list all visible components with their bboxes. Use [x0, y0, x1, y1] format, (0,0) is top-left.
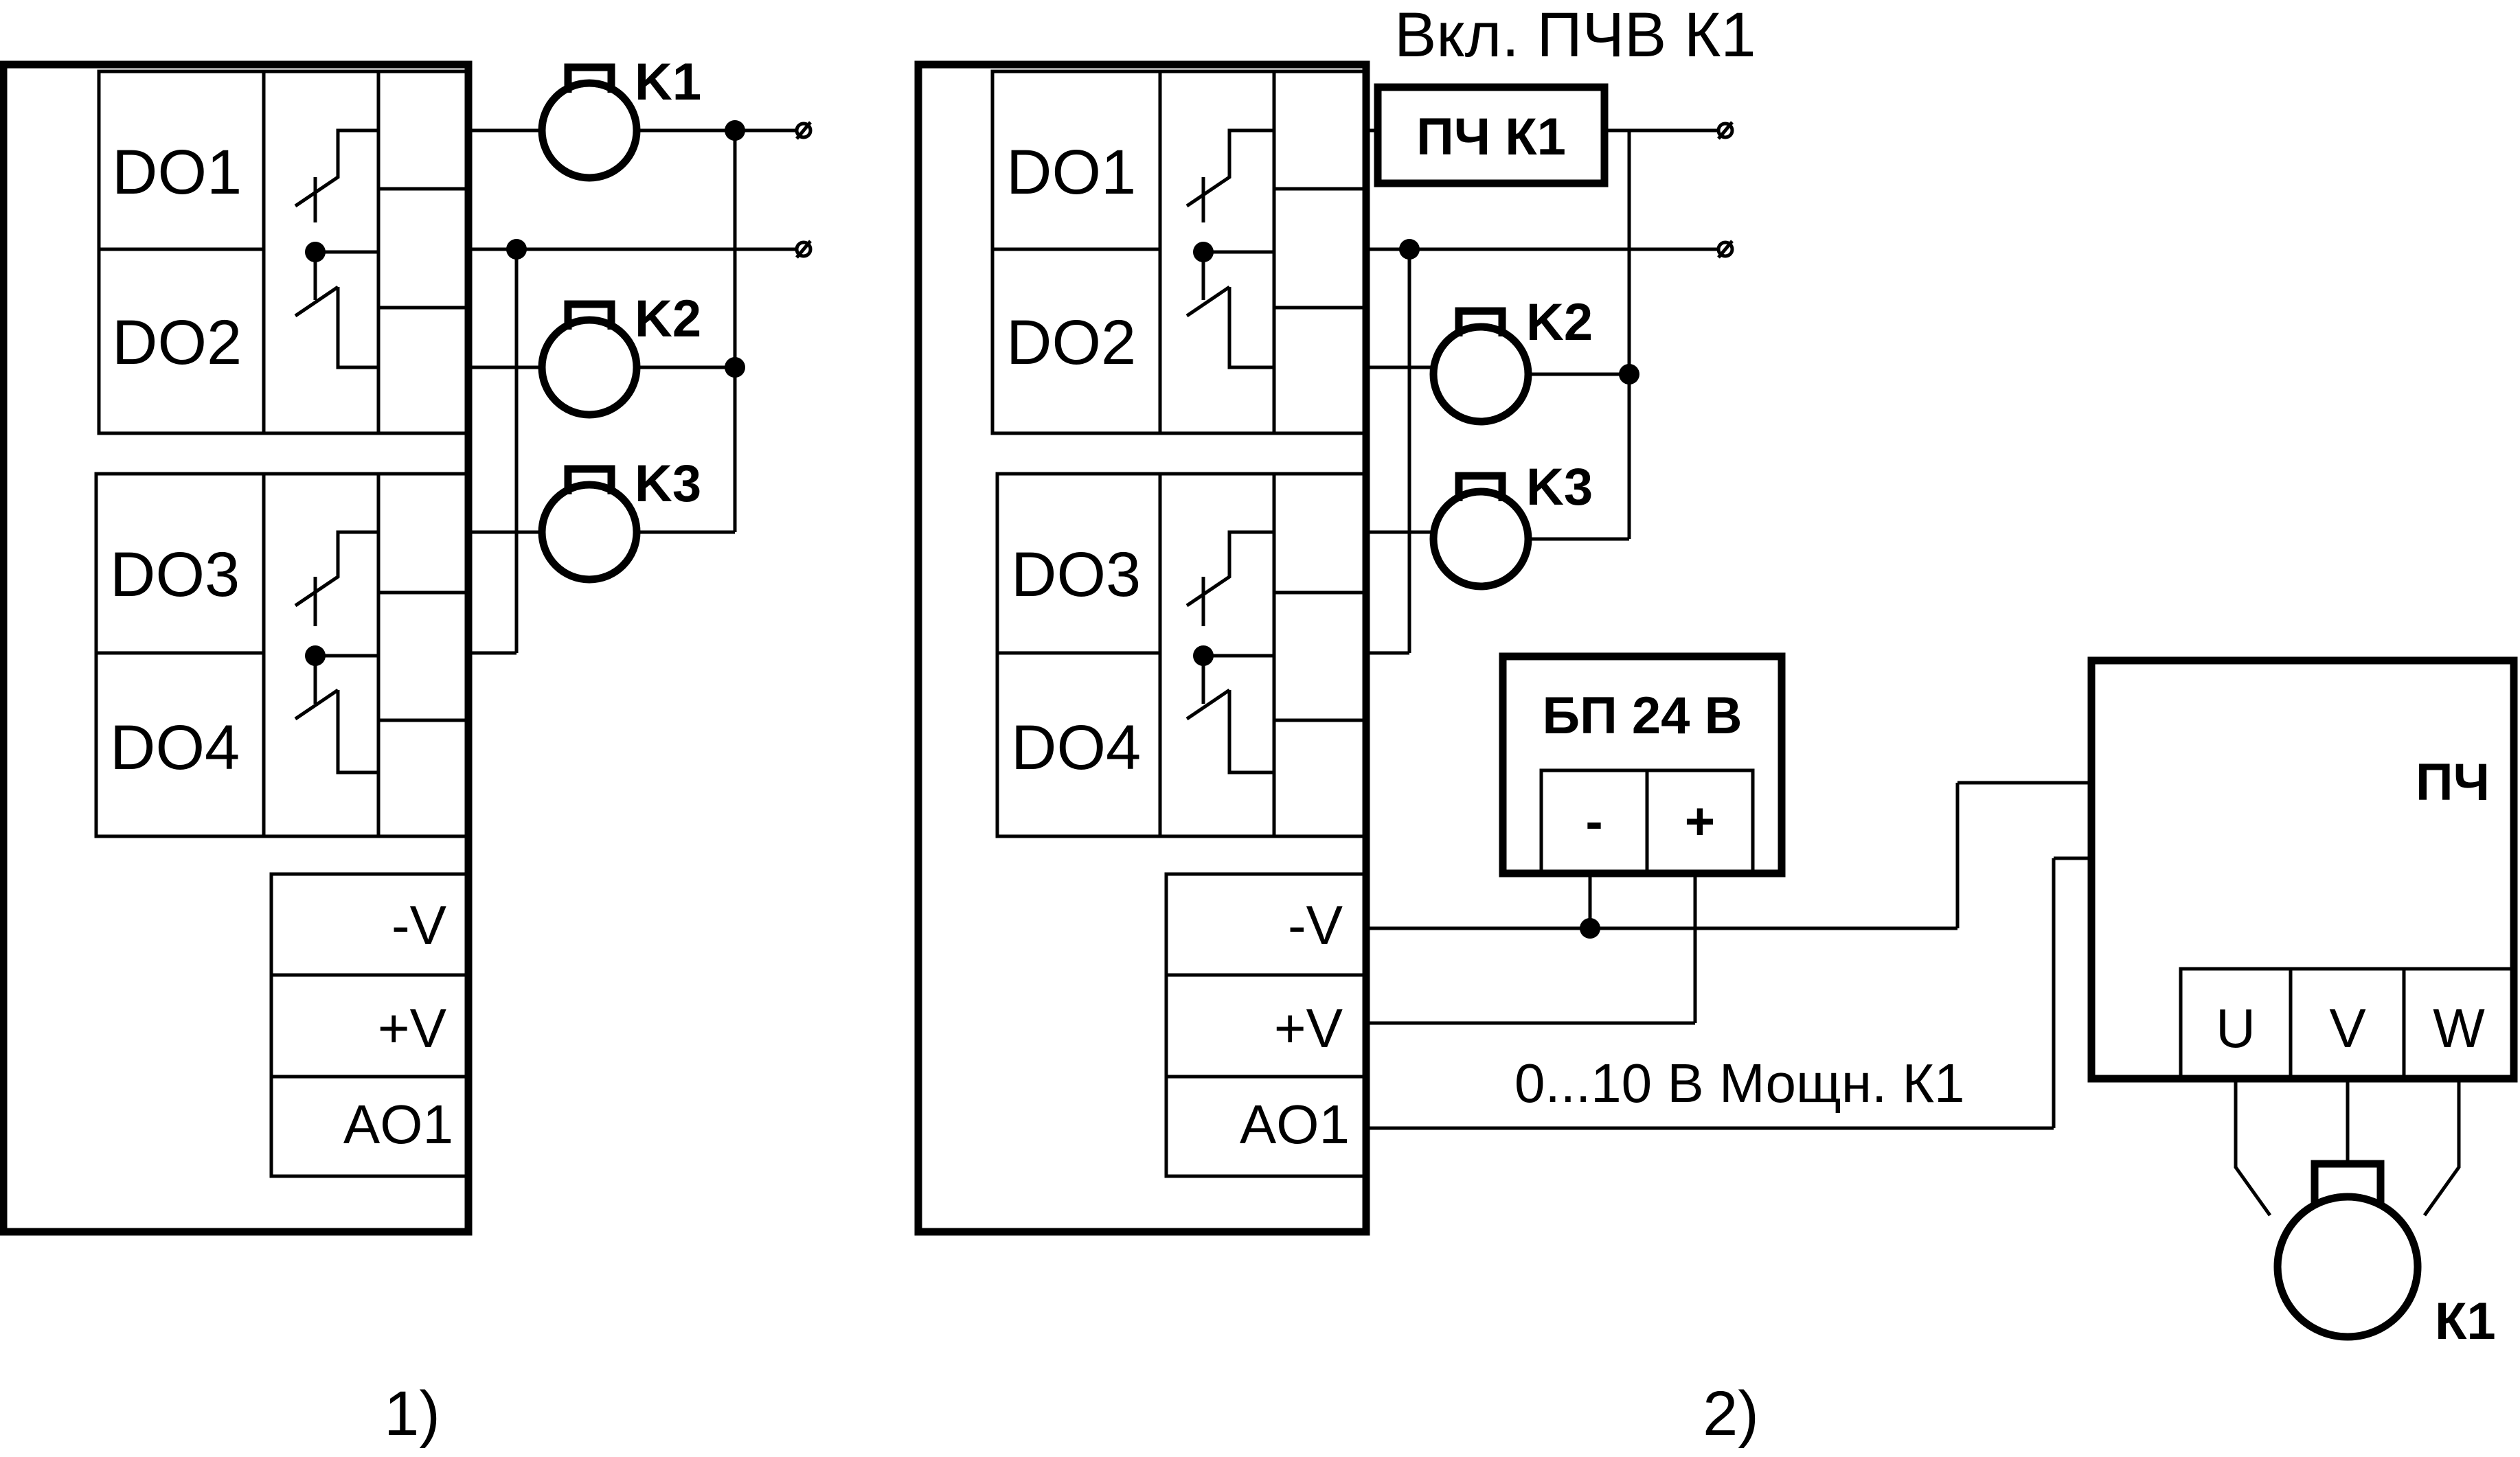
- controller-2-do4-label: DO4: [1011, 713, 1141, 783]
- controller-2-relay-module-2: [995, 472, 1368, 838]
- motor-wiring: [2234, 1079, 2461, 1217]
- controller-1-plus-v-label: +V: [378, 998, 447, 1059]
- controller-2-do2-label: DO2: [1006, 308, 1136, 378]
- controller-2-do1-label: DO1: [1006, 137, 1136, 207]
- diagram-2: DO1 DO2 DO3 DO4 -V +V AO1 Вкл. ПЧВ К1 ПЧ: [914, 0, 2518, 1351]
- fan-k3-icon: [538, 465, 641, 584]
- controller-1-relay-module-2: [94, 472, 470, 838]
- fan-k2-label-2: K2: [1526, 293, 1593, 352]
- caption-1: 1): [384, 1379, 440, 1449]
- vfd-k1-enable-label: Вкл. ПЧВ К1: [1394, 0, 1756, 70]
- controller-2-relay-module-1: [990, 69, 1368, 435]
- vfd-terminal-u: U: [2216, 998, 2256, 1059]
- controller-1-minus-v-label: -V: [391, 895, 447, 956]
- controller-1-ao1-label: AO1: [343, 1094, 453, 1155]
- controller-2-wiring: [1366, 121, 2091, 1130]
- fan-k1-icon: [538, 63, 641, 182]
- vfd-title: ПЧ: [2416, 753, 2490, 812]
- motor-k1-label: К1: [2435, 1292, 2496, 1351]
- vfd-k1-box-label: ПЧ К1: [1416, 108, 1566, 166]
- controller-1-do4-label: DO4: [110, 713, 240, 783]
- controller-1-do3-label: DO3: [110, 540, 240, 610]
- vfd-terminal-w: W: [2433, 998, 2485, 1059]
- controller-1-relay-module-1: [97, 69, 470, 435]
- vfd-terminal-v: V: [2329, 998, 2366, 1059]
- controller-2-minus-v-label: -V: [1288, 895, 1343, 956]
- controller-1-do1-label: DO1: [112, 137, 242, 207]
- fan-k3-icon: [1429, 472, 1532, 590]
- power-supply-minus-label: -: [1585, 792, 1602, 851]
- fan-k1-label: K1: [635, 53, 701, 111]
- diagram-1: DO1 DO2 DO3 DO4 -V +V AO1: [0, 53, 813, 1236]
- controller-2-do3-label: DO3: [1011, 540, 1141, 610]
- fan-k2-label: K2: [635, 290, 701, 348]
- fan-k2-icon: [538, 300, 641, 419]
- fan-k2-icon: [1429, 307, 1532, 426]
- controller-1-do2-label: DO2: [112, 308, 242, 378]
- controller-2-ao1-label: AO1: [1240, 1094, 1350, 1155]
- controller-1-wiring: [468, 120, 813, 655]
- power-supply: [1499, 652, 1786, 877]
- power-supply-title: БП 24 В: [1543, 687, 1743, 745]
- motor-k1-icon: [2273, 1160, 2422, 1341]
- controller-2-plus-v-label: +V: [1274, 998, 1343, 1059]
- power-supply-plus-label: +: [1685, 792, 1715, 851]
- caption-2: 2): [1703, 1379, 1759, 1449]
- controller-2-ao-module: [1164, 872, 1368, 1178]
- controller-1-ao-module: [269, 872, 470, 1178]
- vfd-k1-box: [1374, 83, 1609, 187]
- fan-k3-label: K3: [635, 455, 701, 513]
- fan-k3-label-2: K3: [1526, 458, 1593, 516]
- signal-label: 0...10 В Мощн. К1: [1514, 1053, 1965, 1114]
